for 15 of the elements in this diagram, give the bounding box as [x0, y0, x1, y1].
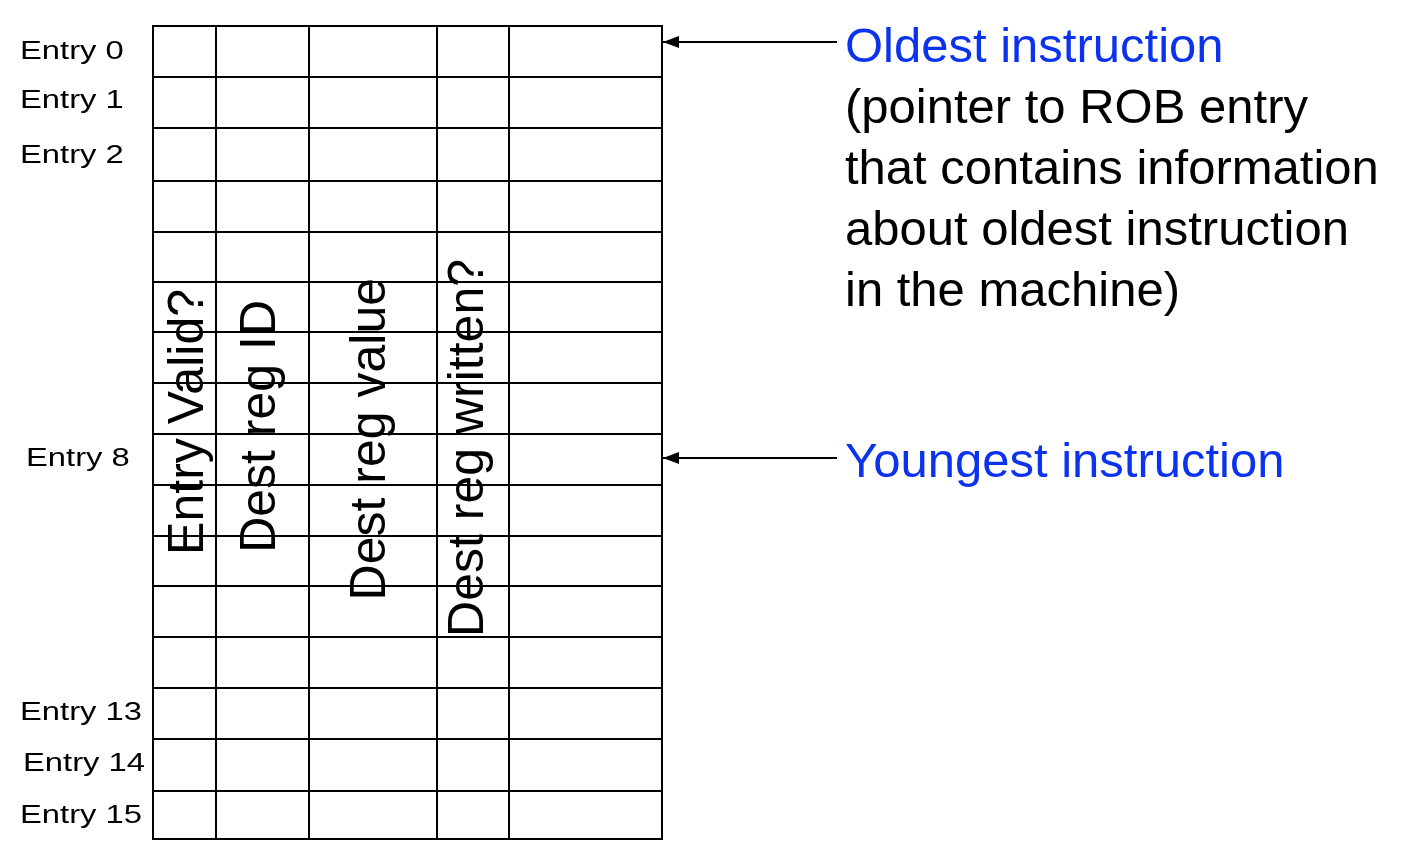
row-label: Entry 14 — [23, 747, 145, 777]
row-label: Entry 8 — [26, 442, 130, 472]
callout-heading: Youngest instruction — [845, 429, 1285, 491]
callout-heading: Oldest instruction — [845, 16, 1224, 74]
column-header: Entry Valid? — [161, 289, 211, 555]
row-label: Entry 15 — [20, 799, 142, 829]
column-header: Dest reg written? — [441, 259, 491, 637]
row-label: Entry 2 — [20, 139, 124, 169]
table-row — [152, 25, 663, 78]
arrow — [662, 452, 838, 464]
arrow — [662, 36, 838, 48]
row-label: Entry 0 — [20, 35, 124, 65]
row-label: Entry 13 — [20, 696, 142, 726]
row-label: Entry 1 — [20, 84, 124, 114]
callout-note: (pointer to ROB entry that contains information about oldest instruction in the machine) — [845, 77, 1380, 318]
